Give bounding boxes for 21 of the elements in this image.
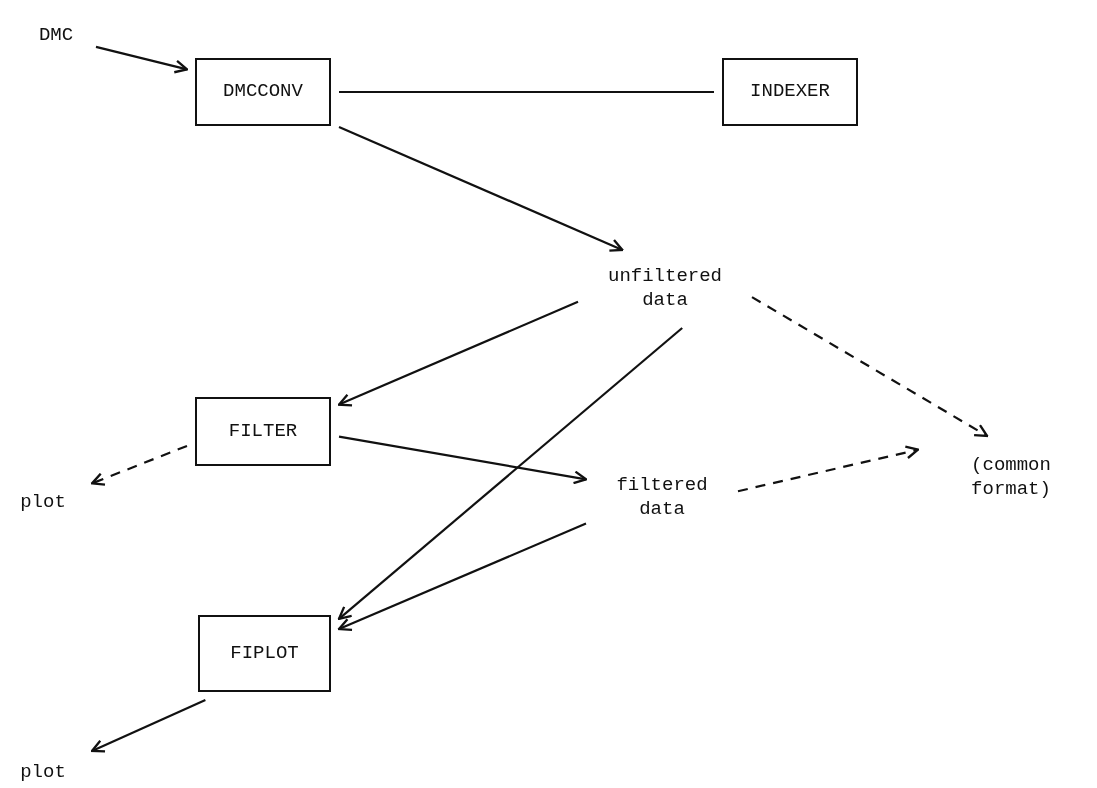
- process-box: FILTER: [195, 397, 331, 466]
- node-label: plot: [6, 758, 80, 788]
- node-label: (common format): [930, 448, 1092, 508]
- node-label: DMC: [28, 22, 84, 50]
- arrow: [338, 125, 624, 252]
- node-label: plot: [6, 488, 80, 518]
- arrow: [95, 45, 189, 74]
- node-label: filtered data: [598, 470, 726, 526]
- process-box: FIPLOT: [198, 615, 331, 692]
- process-box: INDEXER: [722, 58, 858, 126]
- arrow: [337, 300, 579, 407]
- arrow: [337, 327, 683, 621]
- arrow: [737, 445, 920, 493]
- process-box: DMCCONV: [195, 58, 331, 126]
- node-label: unfiltered data: [590, 262, 740, 316]
- connector-line: [339, 90, 714, 94]
- arrow: [90, 699, 206, 753]
- arrow: [90, 444, 188, 486]
- arrow: [751, 296, 989, 438]
- arrow: [337, 522, 587, 632]
- arrow: [338, 435, 588, 485]
